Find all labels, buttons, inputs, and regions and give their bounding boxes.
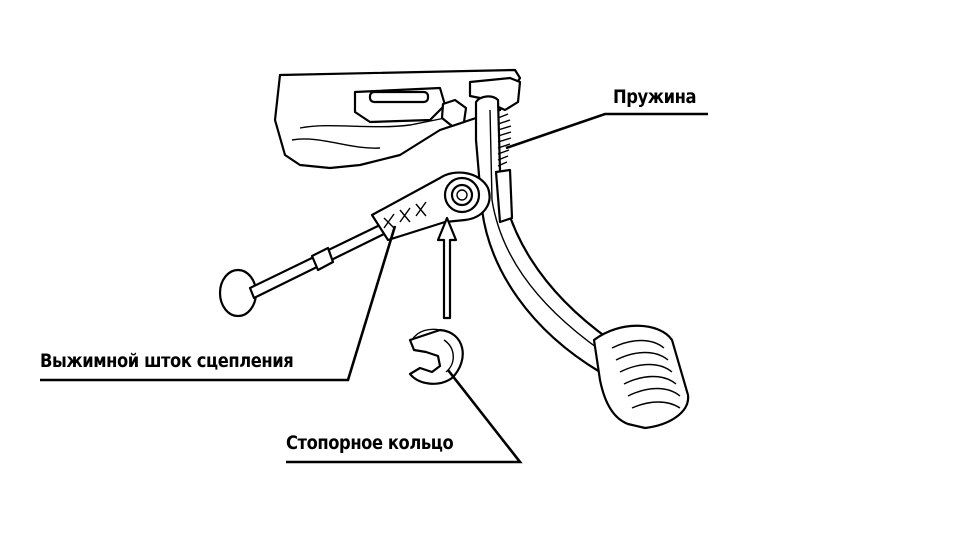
clutch-release-rod	[218, 171, 491, 318]
retaining-ring-label: Стопорное кольцо	[286, 432, 454, 454]
bolt-head	[440, 98, 468, 128]
spring-label: Пружина	[613, 86, 697, 108]
pedal-bracket	[273, 68, 522, 170]
install-arrow	[436, 216, 458, 320]
return-spring	[494, 113, 514, 224]
rod-end-disc	[218, 268, 258, 318]
pedal-pad	[592, 324, 690, 430]
release-rod-label: Выжимной шток сцепления	[40, 350, 294, 372]
retaining-ring	[408, 328, 464, 385]
pedal-arm	[474, 95, 622, 374]
rod-leader-line	[40, 225, 397, 382]
ring-leader-line	[286, 369, 523, 464]
spring-leader-line	[505, 112, 708, 150]
